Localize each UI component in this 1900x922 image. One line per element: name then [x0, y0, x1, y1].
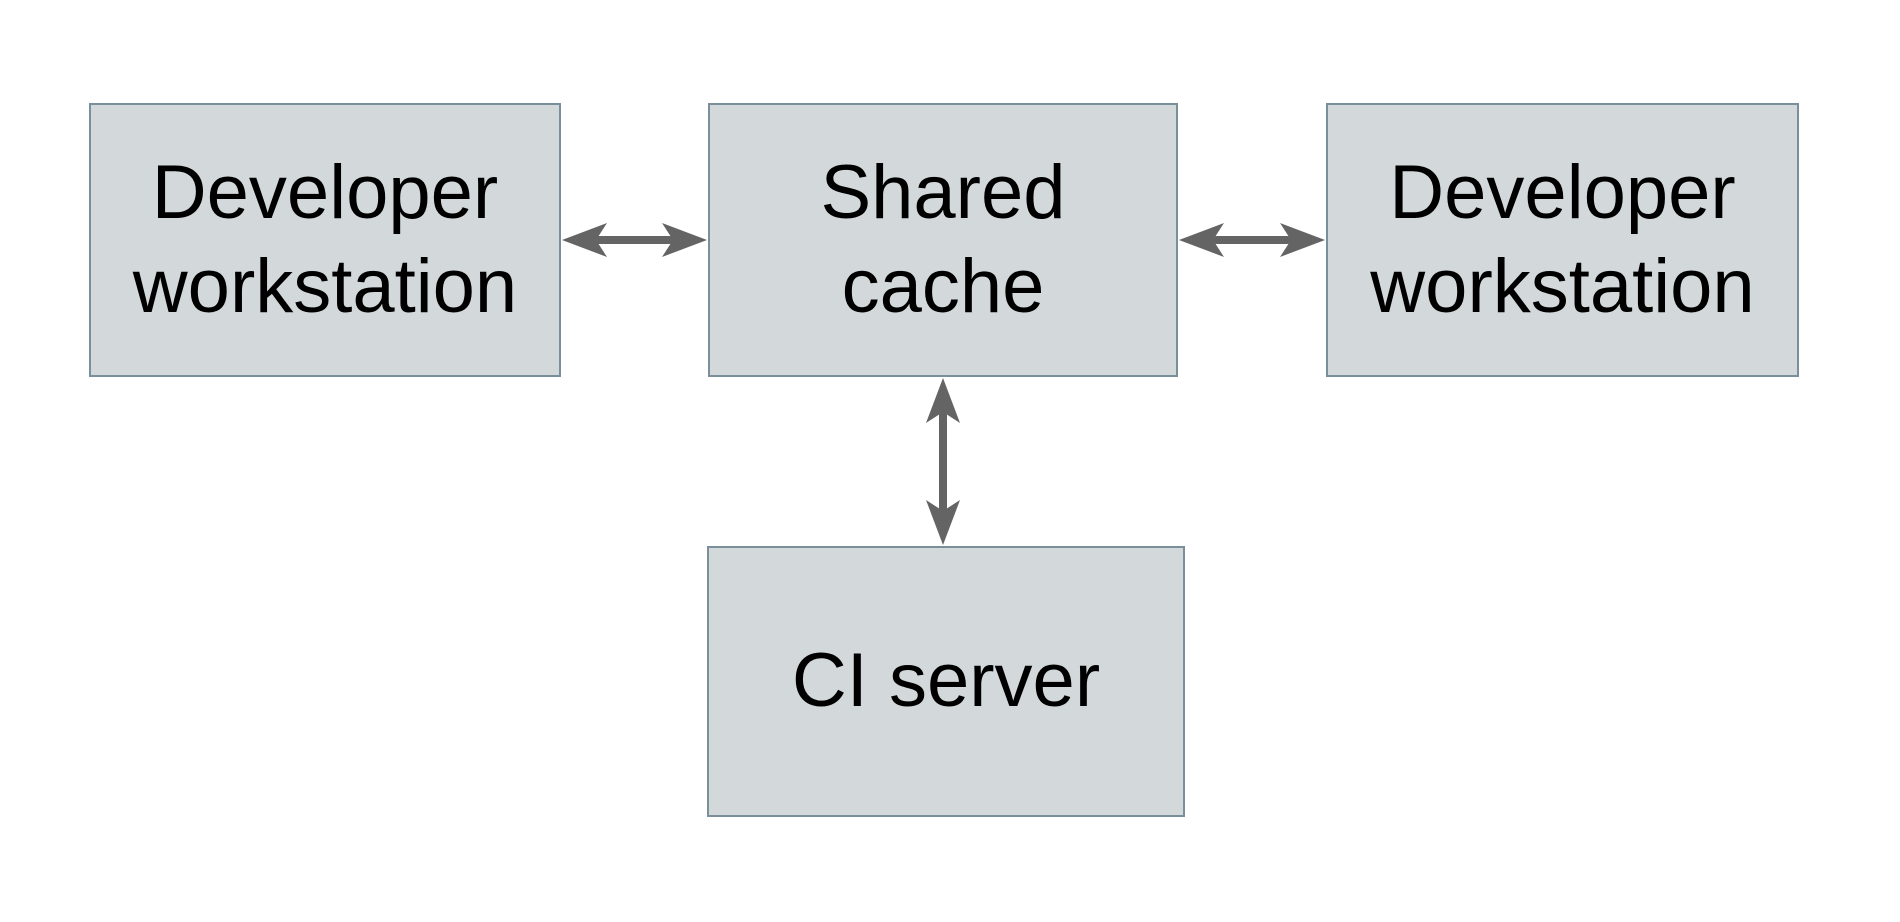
node-shared-cache: Shared cache: [708, 103, 1178, 377]
node-developer-workstation-left: Developer workstation: [89, 103, 561, 377]
bidirectional-arrow-left-icon: [562, 223, 707, 257]
node-ci-server: CI server: [707, 546, 1185, 817]
bidirectional-arrow-vertical-icon: [926, 378, 960, 545]
node-developer-workstation-right: Developer workstation: [1326, 103, 1799, 377]
node-label: CI server: [791, 638, 1101, 724]
node-label: Developer workstation: [1370, 149, 1755, 329]
node-label: Shared cache: [820, 149, 1066, 329]
node-label: Developer workstation: [132, 149, 518, 329]
bidirectional-arrow-right-icon: [1179, 223, 1325, 257]
